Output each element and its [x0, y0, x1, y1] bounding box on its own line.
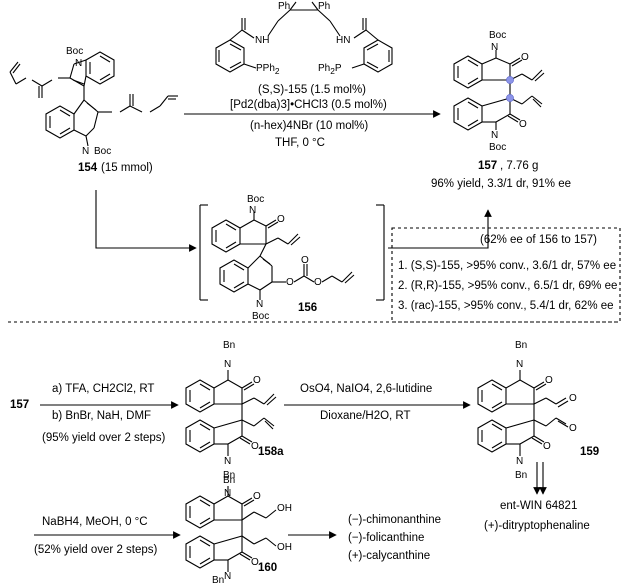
compound-156-label: 156	[298, 302, 318, 314]
oh-label: OH	[277, 503, 292, 514]
n-label: N	[82, 146, 90, 157]
nh-label-left: NH	[255, 35, 270, 46]
ee-box-header: (62% ee of 156 to 157)	[480, 234, 597, 246]
o-label: O	[545, 375, 553, 386]
bn-label: Bn	[223, 340, 236, 351]
n-label: N	[224, 488, 232, 499]
compound-154-amount: (15 mmol)	[101, 162, 153, 174]
o-label: O	[569, 393, 577, 404]
compound-159-label: 159	[580, 446, 600, 458]
step3-reagent-2: Dioxane/H2O, RT	[320, 410, 411, 422]
step4-yield: (52% yield over 2 steps)	[34, 544, 158, 556]
o-label: O	[301, 255, 309, 266]
step2-yield: (95% yield over 2 steps)	[42, 432, 166, 444]
o-label: O	[569, 423, 577, 434]
n-label: N	[516, 456, 524, 467]
compound-159-structure	[477, 370, 569, 456]
o-label: O	[521, 52, 529, 63]
step2-reagent-a: a) TFA, CH2Cl2, RT	[52, 383, 155, 395]
compound-157-structure	[453, 50, 545, 131]
n-label: N	[491, 42, 499, 53]
bn-label: Bn	[515, 340, 528, 351]
o-label: O	[314, 277, 322, 288]
compound-160-structure	[185, 486, 277, 572]
n-label: N	[491, 130, 499, 141]
step2-reagent-b: b) BnBr, NaH, DMF	[52, 410, 152, 422]
stereocenter-highlight	[506, 76, 514, 84]
compound-157-label: 157	[478, 160, 498, 172]
n-label: N	[516, 359, 524, 370]
ph2p-label: Ph2P	[318, 63, 342, 76]
n-label: N	[224, 359, 232, 370]
n-label: N	[256, 299, 264, 310]
compound-158a-structure	[185, 370, 277, 456]
bn-label: Bn	[212, 575, 225, 586]
step1-reagent-2: [Pd2(dba)3]•CHCl3 (0.5 mol%)	[230, 99, 387, 111]
o-label: O	[277, 214, 285, 225]
step4-reagent-1: NaBH4, MeOH, 0 °C	[42, 516, 148, 528]
bn-label: Bn	[515, 470, 528, 481]
step3-reagent-1: OsO4, NaIO4, 2,6-lutidine	[300, 383, 433, 395]
catalyst-155-structure	[215, 1, 393, 73]
arrow-156-to-157	[388, 209, 492, 249]
compound-157-result: 96% yield, 3.3/1 dr, 91% ee	[431, 178, 572, 190]
ph-label-left: Ph	[278, 1, 291, 12]
ee-row-2: 2. (R,R)-155, >95% conv., 6.5/1 dr, 69% …	[398, 280, 618, 292]
target-ditryptophenaline: (+)-ditryptophenaline	[484, 520, 590, 532]
bn-label: Bn	[223, 470, 236, 481]
o-label: O	[253, 375, 261, 386]
o-label: O	[253, 491, 261, 502]
bn-label: Bn	[223, 475, 236, 486]
step1-reagent-1: (S,S)-155 (1.5 mol%)	[258, 84, 367, 96]
compound-154-structure	[9, 51, 178, 147]
start-157-label: 157	[10, 399, 30, 411]
o-label: O	[251, 557, 259, 568]
nh-label-right: HN	[336, 35, 351, 46]
boc-label: Boc	[489, 142, 507, 153]
target-folicanthine: (−)-folicanthine	[348, 532, 425, 544]
o-label: O	[543, 441, 551, 452]
boc-label: Boc	[489, 30, 507, 41]
target-chimonanthine: (−)-chimonanthine	[348, 514, 442, 526]
boc-label: Boc	[252, 311, 270, 322]
compound-157-mass: , 7.76 g	[500, 160, 539, 172]
compound-156-structure	[199, 204, 385, 301]
n-label: N	[224, 456, 232, 467]
pph2-label: PPh2	[256, 63, 280, 76]
compound-158a-label: 158a	[258, 446, 284, 458]
ph-label-right: Ph	[318, 1, 331, 12]
arrow-154-to-156	[95, 190, 197, 252]
ee-row-3: 3. (rac)-155, >95% conv., 5.4/1 dr, 62% …	[398, 300, 614, 312]
o-label: O	[251, 441, 259, 452]
step1-reagent-3: (n-hex)4NBr (10 mol%)	[250, 120, 369, 132]
n-label: N	[75, 58, 83, 69]
boc-label: Boc	[66, 46, 84, 57]
step1-reagent-4: THF, 0 °C	[275, 137, 325, 149]
o-label: O	[286, 277, 294, 288]
o-label: O	[519, 119, 527, 130]
stereocenter-highlight	[506, 94, 514, 102]
ee-row-1: 1. (S,S)-155, >95% conv., 3.6/1 dr, 57% …	[398, 260, 617, 272]
compound-160-label: 160	[258, 562, 278, 574]
compound-154-label: 154	[78, 162, 98, 174]
boc-label: Boc	[94, 146, 112, 157]
target-ent-win-64821: ent-WIN 64821	[500, 500, 578, 512]
boc-label: Boc	[247, 194, 265, 205]
n-label: N	[249, 205, 257, 216]
n-label: N	[224, 571, 232, 582]
target-calycanthine: (+)-calycanthine	[348, 550, 431, 562]
ee-table-box	[391, 227, 621, 323]
oh-label: OH	[277, 542, 292, 553]
